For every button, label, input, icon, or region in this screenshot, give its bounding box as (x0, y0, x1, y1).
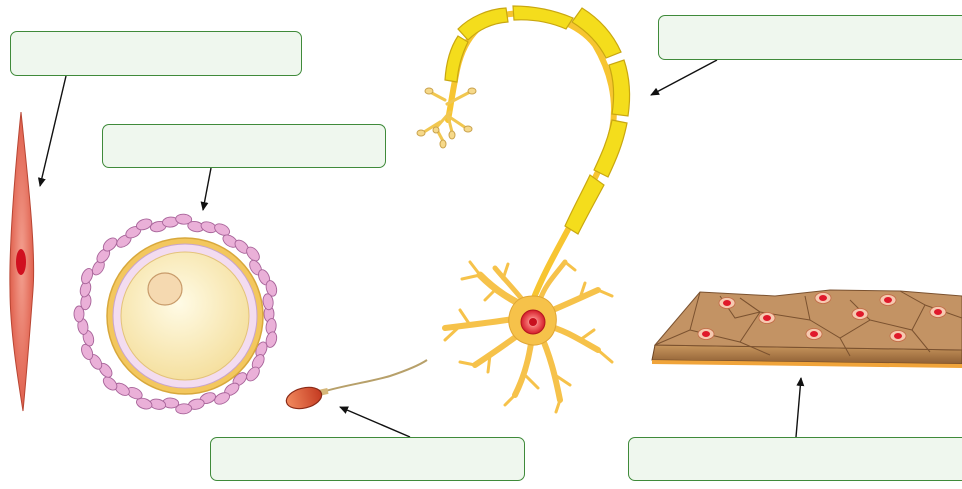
arrow-to-sperm (340, 407, 410, 437)
sperm-tail (322, 360, 427, 392)
label-box-ovum[interactable] (102, 124, 386, 168)
epithelial-nucleolus (810, 331, 818, 337)
axon (448, 13, 614, 300)
epithelial-tissue (652, 290, 962, 368)
neuron-nucleolus (529, 318, 537, 326)
smooth-muscle-cell (10, 112, 34, 411)
arrow-to-epithelium (796, 378, 801, 437)
label-box-neuron[interactable] (658, 15, 962, 60)
muscle-nucleus (16, 249, 26, 275)
label-box-muscle-cell[interactable] (10, 31, 302, 76)
sperm-head (284, 384, 324, 412)
epithelial-nucleolus (702, 331, 710, 337)
epithelial-nucleolus (934, 309, 942, 315)
myelin-sheath (445, 6, 630, 234)
arrow-to-ovum (203, 168, 211, 210)
epithelial-nucleolus (723, 300, 731, 306)
epithelial-nucleolus (894, 333, 902, 339)
arrow-to-neuron (651, 60, 717, 95)
epithelial-nucleolus (856, 311, 864, 317)
ovum-nucleus (148, 273, 182, 305)
neuron (417, 6, 630, 412)
arrow-to-muscle-cell (40, 76, 66, 186)
epithelial-nucleolus (763, 315, 771, 321)
axon-terminals (424, 92, 470, 141)
ovum-cytoplasm (121, 252, 249, 380)
epithelial-nucleolus (884, 297, 892, 303)
epithelial-nucleolus (819, 295, 827, 301)
ovum (74, 214, 278, 415)
label-box-epithelial-tissue[interactable] (628, 437, 962, 481)
label-box-sperm-cell[interactable] (210, 437, 525, 481)
sperm-cell (284, 360, 427, 412)
